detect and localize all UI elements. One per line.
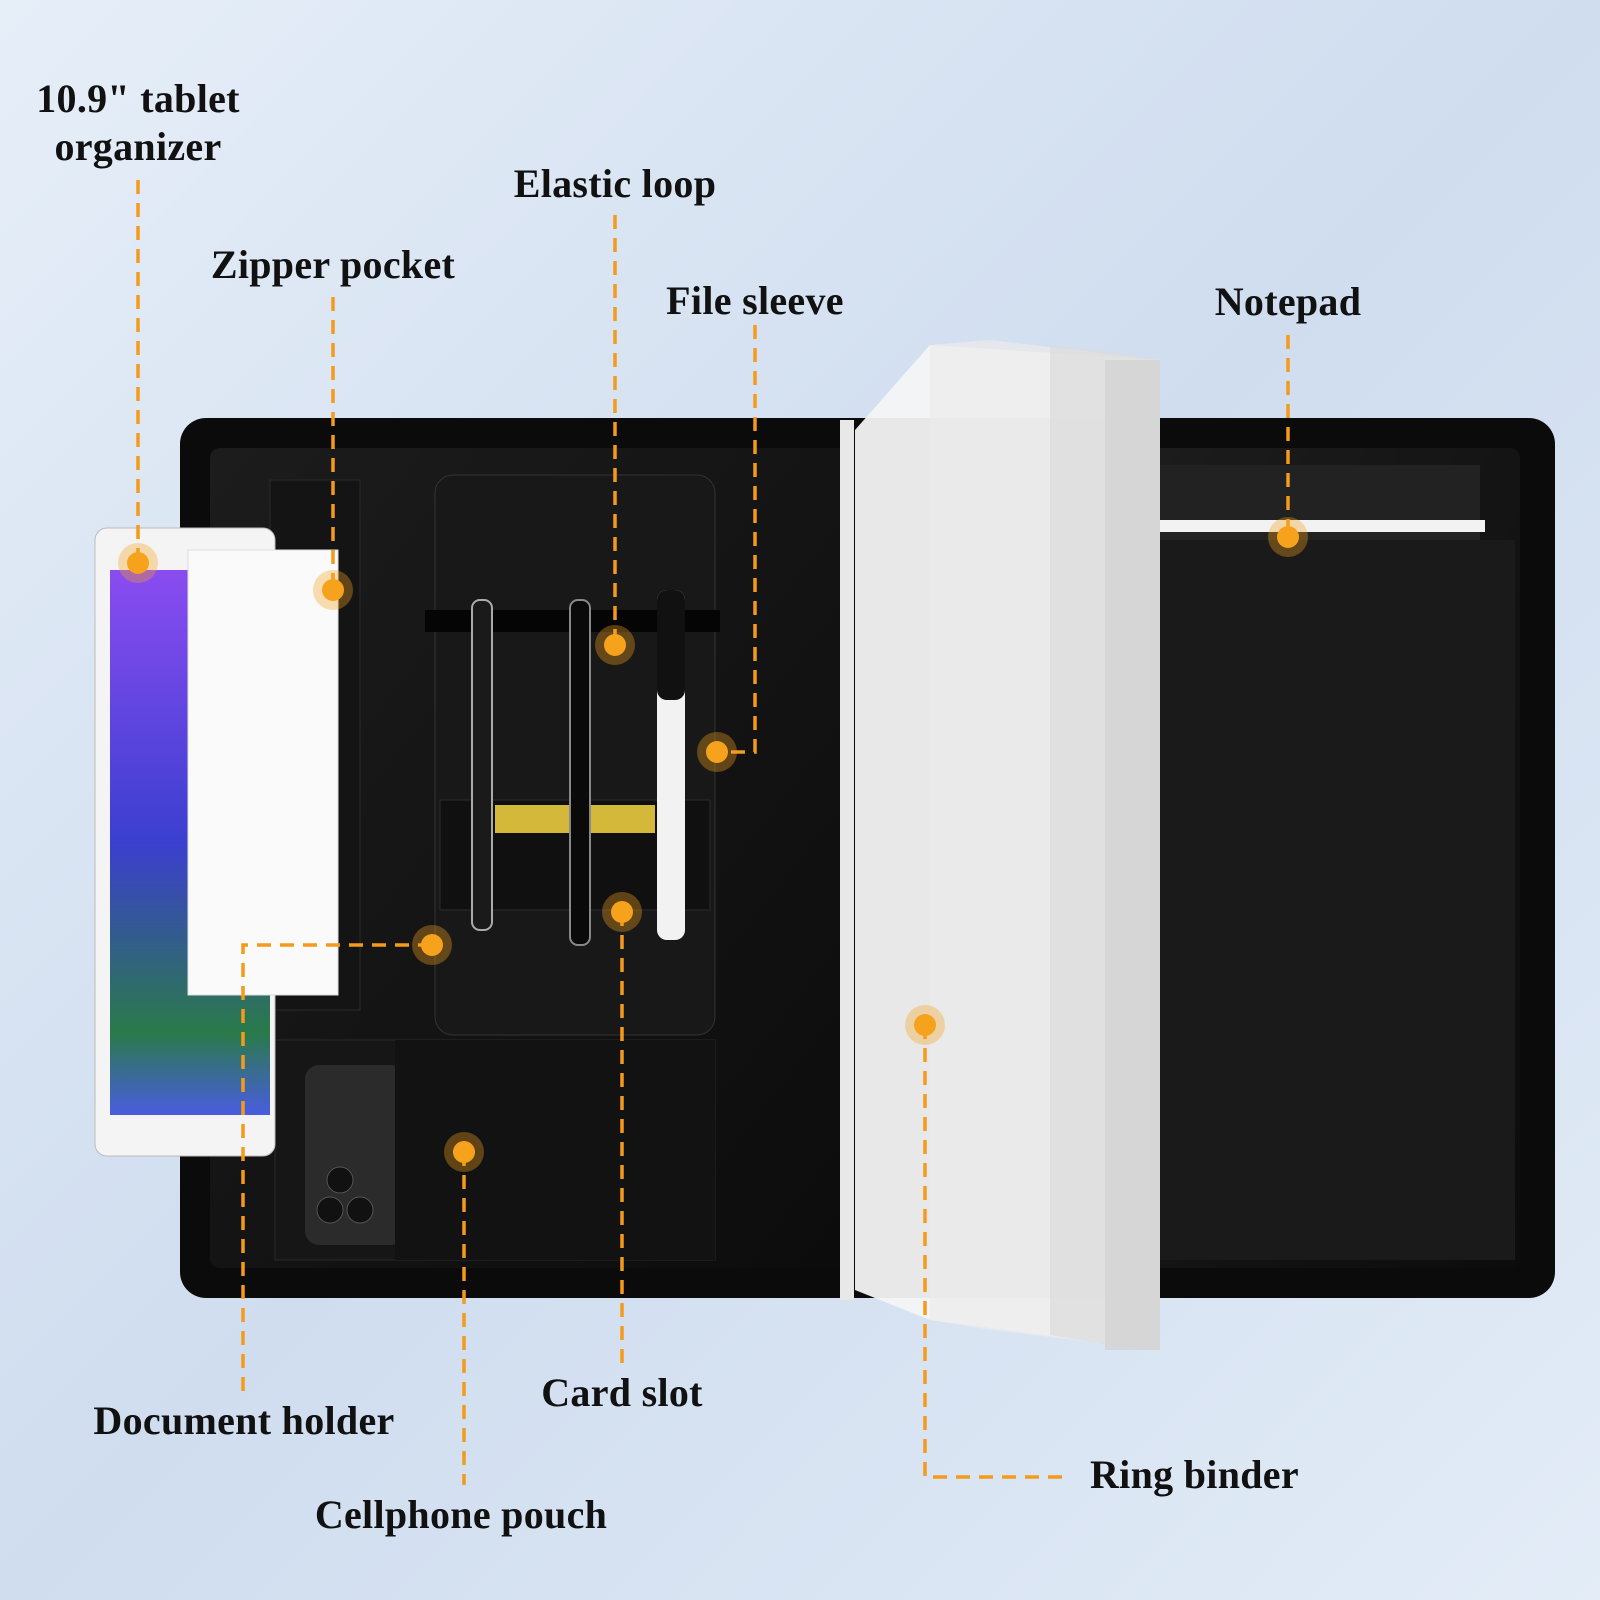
label-card-slot: Card slot — [541, 1370, 703, 1415]
binder-callout-line — [923, 1025, 1068, 1479]
padfolio — [94, 340, 1555, 1350]
pouch-front — [395, 1040, 715, 1260]
pen — [471, 599, 493, 931]
callouts — [118, 180, 1308, 1485]
label-notepad: Notepad — [1215, 279, 1362, 324]
marker-cap — [657, 590, 685, 700]
document — [187, 549, 339, 996]
sleeve-callout-line — [717, 325, 757, 754]
label-tablet-organizer: 10.9" tablet — [36, 76, 240, 121]
callout-dots — [118, 517, 1308, 1172]
notepad-cover — [1150, 540, 1515, 1260]
labels: 10.9" tablet organizer Zipper pocket Ela… — [36, 76, 1361, 1537]
binder-spine — [840, 420, 854, 1300]
label-ring-binder: Ring binder — [1090, 1452, 1299, 1497]
label-cellphone-pouch: Cellphone pouch — [315, 1492, 607, 1537]
notepad — [1155, 520, 1485, 532]
label-tablet-organizer-2: organizer — [54, 124, 221, 169]
label-file-sleeve: File sleeve — [666, 278, 844, 323]
camera-lens — [316, 1196, 344, 1224]
sheet-protector — [1105, 360, 1160, 1350]
pen — [569, 599, 591, 946]
label-zipper-pocket: Zipper pocket — [211, 242, 456, 287]
camera-lens — [326, 1166, 354, 1194]
document-callout-line — [241, 943, 432, 1395]
label-document-holder: Document holder — [93, 1398, 394, 1443]
label-elastic-loop: Elastic loop — [514, 161, 717, 206]
camera-lens — [346, 1196, 374, 1224]
